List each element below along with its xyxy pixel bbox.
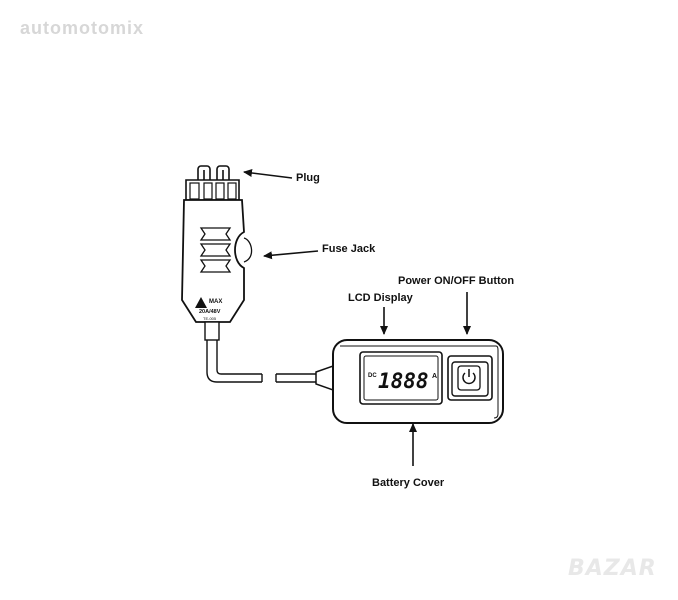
watermark-automotomix: automotomix bbox=[20, 18, 145, 38]
fuse-label-model: TE-005 bbox=[203, 316, 217, 321]
warning-icon bbox=[195, 297, 207, 308]
cable bbox=[206, 340, 262, 383]
watermark-bazar: BAZAR bbox=[568, 556, 657, 581]
lcd-unit: A bbox=[432, 373, 437, 380]
power-icon[interactable] bbox=[462, 369, 476, 385]
battery-cover-label: Battery Cover bbox=[372, 477, 445, 489]
plug-label: Plug bbox=[296, 172, 320, 184]
fuse-jack-label: Fuse Jack bbox=[322, 243, 376, 255]
lcd-mode-indicator: DC bbox=[368, 373, 377, 379]
fuse-label-max: MAX bbox=[209, 299, 222, 305]
fuse-jack-arrow bbox=[263, 250, 319, 260]
lcd-display-label: LCD Display bbox=[348, 292, 413, 304]
power-button-label: Power ON/OFF Button bbox=[398, 275, 515, 287]
fuse-jack-slots bbox=[199, 227, 232, 273]
lcd-digits: 1888 bbox=[378, 369, 429, 393]
meter-body bbox=[332, 339, 504, 424]
fuse-label-rating: 20A/48V bbox=[199, 309, 221, 315]
plug-arrow bbox=[243, 169, 293, 179]
